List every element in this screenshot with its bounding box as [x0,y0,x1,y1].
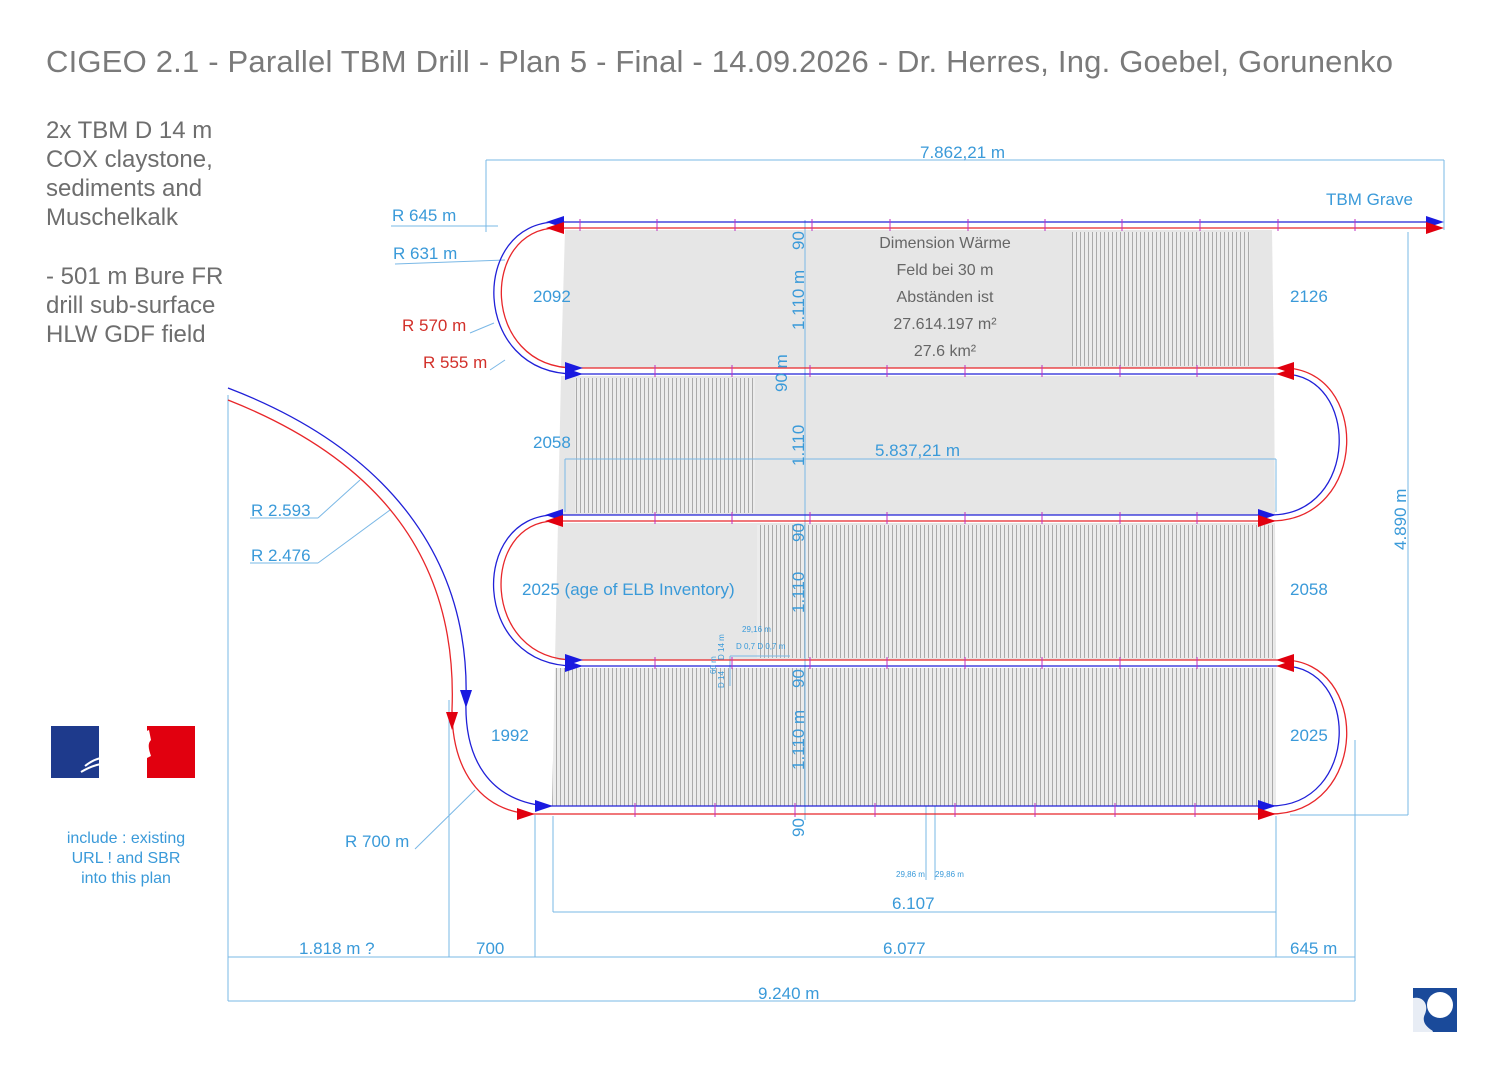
radius-label: R 631 m [393,244,457,263]
note-line: into this plan [81,870,171,887]
info-line: drill sub-surface [46,292,216,319]
dim-segment: 1.818 m ? [299,939,375,958]
info-line: 2x TBM D 14 m [46,117,213,144]
republique-francaise-logo [51,726,195,778]
dim-band: 1.110 m [789,270,808,330]
year-label: 2058 [1290,580,1328,599]
dim-bottom-inner: 6.107 [892,894,935,913]
dim-gap: 90 [789,523,808,542]
year-label: 2025 [1290,726,1328,745]
dim-gap: 90 m [772,354,791,392]
planning-note: include : existing URL ! and SBR into th… [40,829,212,889]
info-line: sediments and [46,175,203,202]
dimension-labels: 7.862,21 m TBM Grave R 645 m R 631 m R 5… [251,143,1413,1003]
radius-label: R 2.476 [251,546,311,565]
info-line: HLW GDF field [46,321,206,348]
info-line: - 501 m Bure FR [46,263,224,290]
repository-field [552,230,1276,806]
dim-segment: 700 [476,939,504,958]
info-line: Muschelkalk [46,204,179,231]
direction-arrows [446,216,1444,820]
field-text: Dimension Wärme [879,235,1011,252]
year-label: 2126 [1290,287,1328,306]
dim-small: 29,16 m [742,625,771,634]
dim-small: 29,86 m [935,870,964,879]
organisation-logo [1413,988,1457,1032]
field-text: Abständen ist [897,289,995,306]
dim-top-width: 7.862,21 m [920,143,1005,162]
dim-segment: 645 m [1290,939,1337,958]
field-text: 27.6 km² [914,343,977,360]
dim-small: 60 m [709,656,718,674]
radius-label: R 570 m [402,316,466,335]
year-label: 2058 [533,433,571,452]
dim-gap: 90 [789,231,808,250]
dim-small: D 14 [717,671,726,688]
cross-passages [579,219,1356,817]
dim-segment: 6.077 [883,939,926,958]
radius-label: R 645 m [392,206,456,225]
year-label: 2025 (age of ELB Inventory) [522,580,735,599]
dim-band: 1.110 [789,425,808,466]
note-line: include : existing [66,830,186,847]
page-title: CIGEO 2.1 - Parallel TBM Drill - Plan 5 … [46,44,1394,79]
dim-small: D 14 m [717,634,726,660]
tunnel-curves [227,221,1348,815]
radius-label: R 2.593 [251,501,311,520]
note-line: URL ! and SBR [71,850,181,867]
tbm-grave-label: TBM Grave [1326,190,1413,209]
dim-small: 29,86 m [896,870,925,879]
field-text: Feld bei 30 m [897,262,994,279]
field-text: 27.614.197 m² [893,316,997,333]
dim-band: 1.110 m [789,710,808,770]
radius-label: R 700 m [345,832,409,851]
dim-small: D 0,7 D 0,7 m [736,642,786,651]
field-area-label: Dimension Wärme Feld bei 30 m Abständen … [879,235,1011,360]
dim-gap: 90 [789,669,808,688]
year-label: 1992 [491,726,529,745]
dim-band: 1.110 [789,572,808,613]
dimension-lines [227,159,1445,1002]
dim-total-height: 4.890 m [1391,489,1410,550]
year-labels: 2092 2126 2058 2025 (age of ELB Inventor… [491,287,1328,745]
tunnel-drives [530,221,1440,815]
project-info: 2x TBM D 14 m COX claystone, sediments a… [46,116,223,349]
year-label: 2092 [533,287,571,306]
info-line: COX claystone, [46,146,213,173]
radius-label: R 555 m [423,353,487,372]
dim-gap: 90 [789,818,808,837]
dim-inner-width: 5.837,21 m [875,441,960,460]
dim-total-width: 9.240 m [758,984,819,1003]
